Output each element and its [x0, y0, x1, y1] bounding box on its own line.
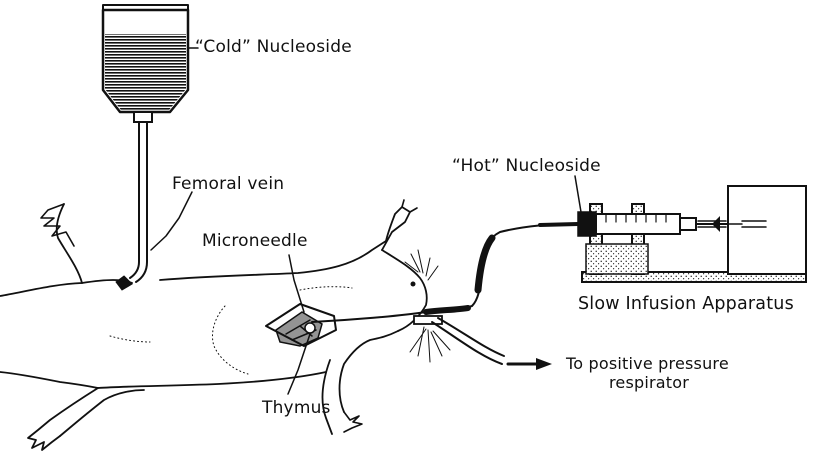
thymus-incision — [266, 304, 336, 346]
microneedle-leader — [289, 255, 304, 312]
iv-tube — [116, 122, 147, 290]
label-respirator-line2: respirator — [609, 375, 689, 391]
hot-leader-line — [575, 176, 581, 212]
hot-infusion-tube — [312, 224, 578, 322]
label-femoral-vein: Femoral vein — [172, 176, 284, 193]
label-thymus: Thymus — [262, 400, 331, 417]
respirator-arrow — [508, 358, 552, 370]
label-hot-nucleoside: “Hot” Nucleoside — [452, 158, 601, 175]
label-slow-infusion-apparatus: Slow Infusion Apparatus — [578, 296, 794, 314]
femoral-vein-leader — [151, 192, 192, 250]
infusion-bottle — [103, 5, 188, 122]
label-cold-nucleoside: “Cold” Nucleoside — [195, 39, 352, 56]
label-microneedle: Microneedle — [202, 233, 308, 250]
tracheal-cannula — [414, 316, 504, 364]
label-respirator-line1: To positive pressure — [566, 356, 729, 372]
